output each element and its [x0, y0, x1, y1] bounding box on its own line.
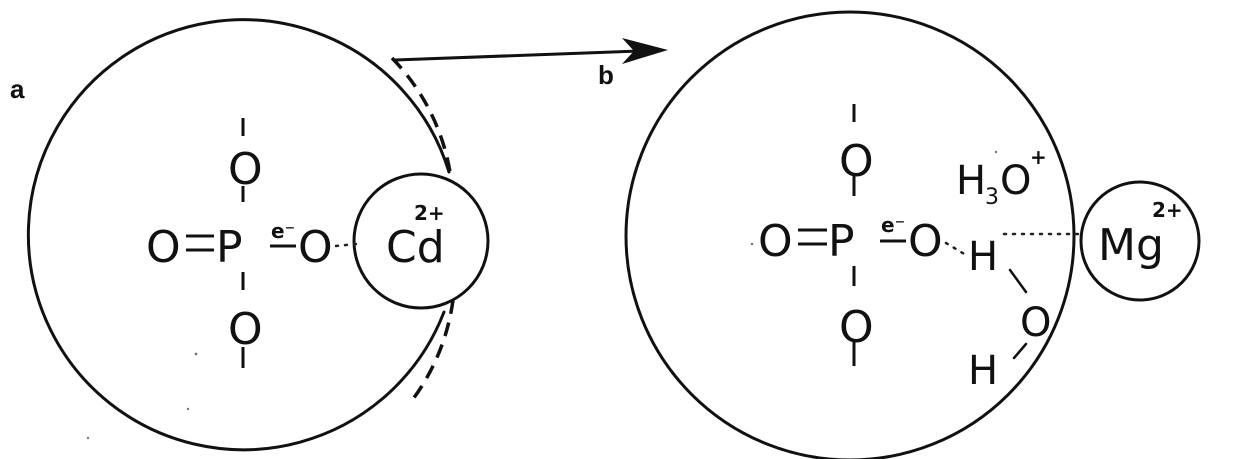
panel-a-outer-circle-dashed-upper — [390, 56, 452, 173]
panel-a-left-oxygen: O — [146, 222, 181, 273]
panel-a-outer-circle-dashed-lower — [408, 299, 455, 405]
panel-b-label: b — [598, 60, 614, 90]
panel-b-hydronium-subscript: 3 — [985, 185, 999, 210]
panel-b-water-o: O — [1020, 300, 1051, 346]
panel-a-electron: e⁻ — [271, 219, 295, 243]
panel-b-bridging-oxygen: O — [908, 216, 943, 267]
panel-b-mg-ion-circle — [1079, 180, 1201, 302]
panel-a-bridging-oxygen: O — [298, 222, 333, 273]
panel-b-mg-symbol: Mg — [1098, 220, 1164, 271]
panel-b-bottom-oxygen: O — [839, 302, 874, 353]
panel-b-mg-charge: 2+ — [1152, 198, 1183, 222]
panel-b-water-bond-lower — [1012, 342, 1028, 360]
speck — [750, 242, 754, 246]
panel-a-cd-ion-circle — [352, 172, 490, 310]
panel-b-hydronium-charge: + — [1030, 145, 1047, 169]
panel-a-top-oxygen: O — [228, 144, 263, 195]
panel-b-water-bond-upper — [1008, 268, 1028, 294]
arrow-head — [622, 38, 668, 64]
panel-b-hydronium-h: H — [956, 158, 986, 204]
speck — [86, 436, 90, 440]
panel-a-label: a — [10, 74, 25, 104]
panel-a-cd-charge: 2+ — [414, 201, 445, 225]
arrow-shaft — [393, 49, 642, 62]
speck — [194, 352, 198, 356]
panel-b-outer-circle — [624, 10, 1076, 459]
reaction-arrow — [393, 38, 668, 64]
panel-a-coordination-dots — [334, 242, 358, 248]
panel-a-bottom-oxygen: O — [228, 304, 263, 355]
panel-b-electron: e⁻ — [881, 213, 905, 237]
panel-a-cd-symbol: Cd — [386, 222, 445, 273]
panel-b-phosphorus: P — [828, 216, 855, 267]
panel-b-hbond-dots — [944, 241, 968, 257]
panel-b-hydronium-o: O — [1000, 158, 1031, 204]
panel-b-water-h-bottom: H — [968, 348, 998, 394]
speck — [994, 150, 998, 154]
panel-a-phosphorus: P — [216, 222, 243, 273]
panel-b-water-h-top: H — [968, 234, 998, 280]
panel-b-left-oxygen: O — [758, 216, 793, 267]
panel-a: a O O P e⁻ O O Cd 2+ — [10, 18, 490, 452]
panel-b: b O O P e⁻ O O H 3 O + H — [598, 10, 1201, 459]
panel-a-outer-circle — [26, 18, 451, 452]
panel-b-top-oxygen: O — [839, 136, 874, 187]
speck — [186, 407, 190, 411]
